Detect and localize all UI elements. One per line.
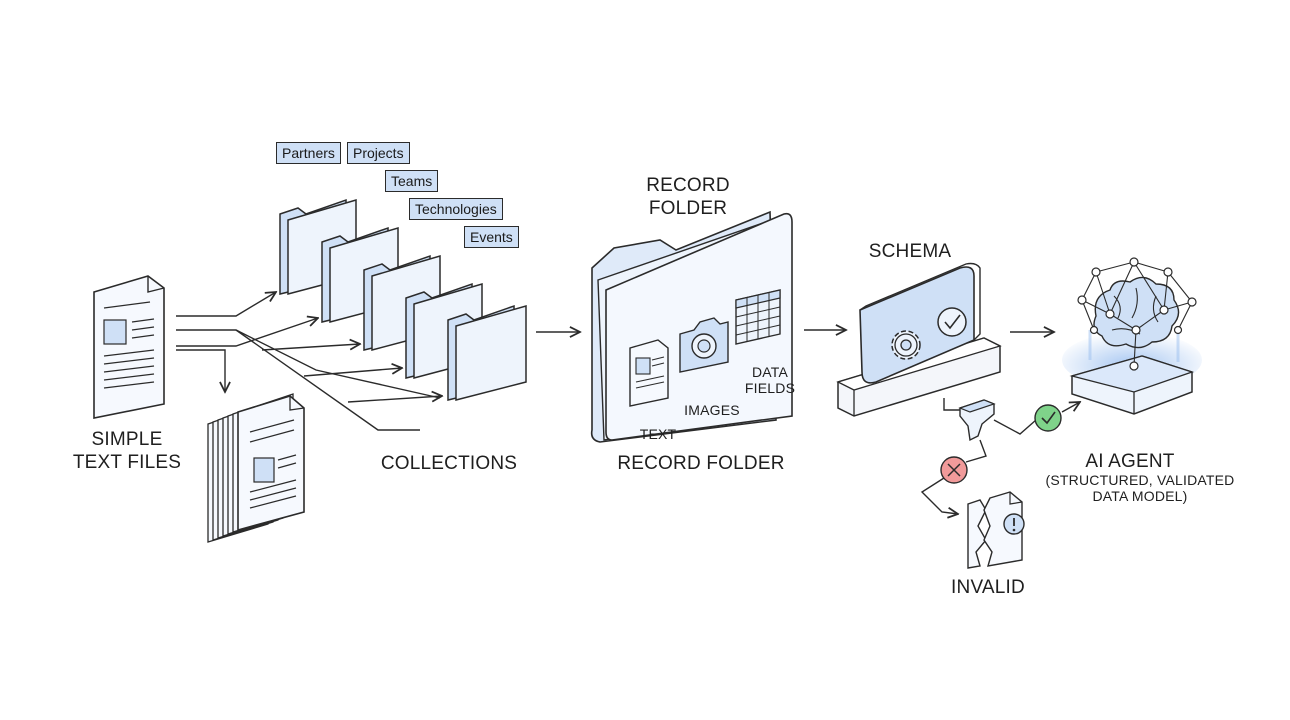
folder-icon [447,304,527,401]
broken-document-icon [967,491,1025,569]
funnel-icon [958,399,996,442]
gear-icon [891,330,921,360]
tag-teams: Teams [385,170,439,192]
record-folder-icon [590,210,793,443]
valid-checkmark-icon [1034,404,1062,432]
document-icon [93,275,165,419]
tag-events: Events [464,226,519,248]
tag-technologies: Technologies [409,198,503,220]
brain-network-icon [1077,257,1197,371]
label-data-fields: DATA FIELDS [744,364,796,396]
tag-partners: Partners [276,142,341,164]
label-invalid: INVALID [951,577,1025,598]
table-icon [735,289,781,345]
tag-projects: Projects [347,142,410,164]
document-stack-icon [207,393,305,543]
camera-icon [679,317,729,373]
warning-icon [1003,513,1025,535]
text-document-icon [629,339,669,407]
invalid-cross-icon [940,456,968,484]
label-collections: COLLECTIONS [380,453,518,474]
checkmark-icon [937,307,967,337]
label-text: TEXT [639,426,677,442]
validation-branch [920,398,1080,514]
schema-block [836,262,1002,417]
label-record-folder-top: RECORD FOLDER [646,175,730,219]
label-images: IMAGES [684,402,740,418]
collection-folders [279,198,527,401]
label-schema: SCHEMA [868,241,952,262]
label-ai-agent: AI AGENT [1085,451,1175,472]
label-ai-agent-subtitle: (STRUCTURED, VALIDATED DATA MODEL) [1045,472,1235,504]
flow-arrows-files [176,292,442,431]
label-record-folder-bottom: RECORD FOLDER [617,453,785,474]
ai-agent-platform [1062,330,1202,415]
label-simple-text-files: SIMPLE TEXT FILES [72,429,182,473]
